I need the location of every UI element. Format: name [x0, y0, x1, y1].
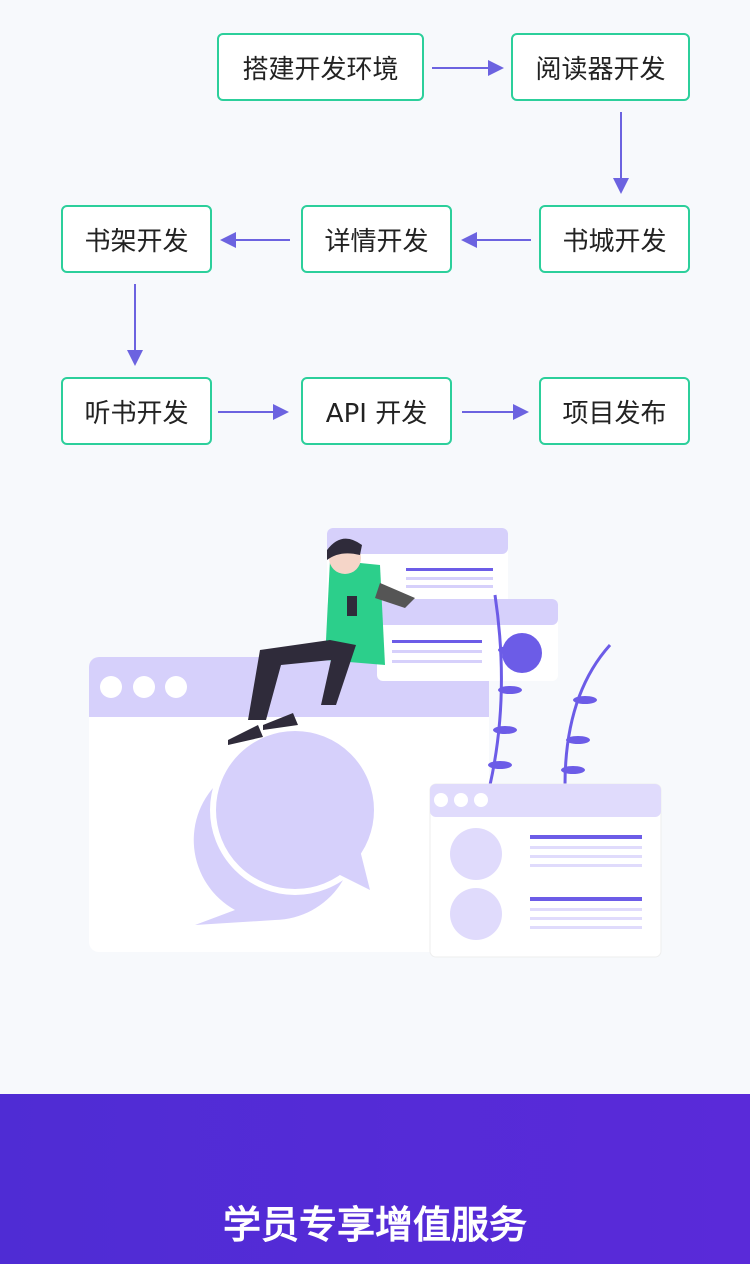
flow-step-reader: 阅读器开发: [511, 33, 690, 101]
flow-step-detail: 详情开发: [301, 205, 452, 273]
flow-step-api: API 开发: [301, 377, 452, 445]
flow-step-release: 项目发布: [539, 377, 690, 445]
footer-title: 学员专享增值服务: [222, 1203, 527, 1247]
flow-step-setup-env: 搭建开发环境: [217, 33, 424, 101]
illustration: [89, 528, 662, 958]
flow-step-audiobook: 听书开发: [61, 377, 212, 445]
footer-band: 学员专享增值服务: [0, 1094, 750, 1264]
flow-arrows: [89, 60, 662, 958]
flow-step-bookstore: 书城开发: [539, 205, 690, 273]
flow-step-bookshelf: 书架开发: [61, 205, 212, 273]
